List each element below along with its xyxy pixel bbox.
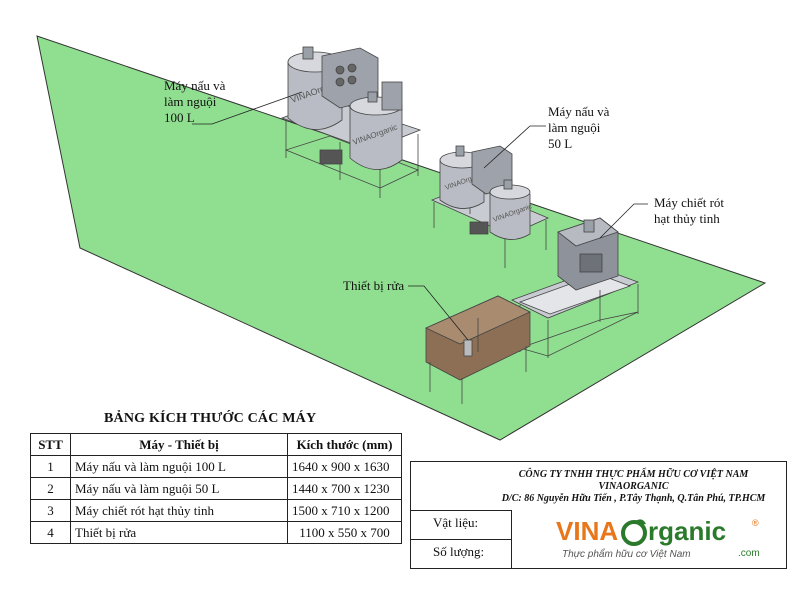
material-row: Vật liệu: <box>411 510 511 539</box>
logo-organic: rganic <box>648 516 727 546</box>
quantity-row: Số lượng: <box>411 539 511 568</box>
table-row: 4 Thiết bị rửa 1100 x 550 x 700 <box>30 521 402 544</box>
company-address: D/C: 86 Nguyễn Hữu Tiến , P.Tây Thạnh, Q… <box>501 493 766 504</box>
glass-bead-filler-machine <box>510 217 640 358</box>
table-row: 1 Máy nấu và làm nguội 100 L 1640 x 900 … <box>30 455 402 478</box>
company-info: CÔNG TY TNHH THỰC PHẨM HỮU CƠ VIỆT NAM V… <box>411 462 786 510</box>
table-row: 2 Máy nấu và làm nguội 50 L 1440 x 700 x… <box>30 477 402 500</box>
logo-vina: VINA <box>556 516 619 546</box>
vinaorganic-logo: VINA rganic ® Thực phẩm hữu cơ Việt Nam … <box>556 516 771 568</box>
cooker-50l-machine: VINAOrganic VINAOrganic <box>430 145 550 268</box>
cooker-100l-machine: VINAOrganic VINAOrganic <box>280 46 422 198</box>
cell-size: 1640 x 900 x 1630 <box>287 455 402 478</box>
table-title: BẢNG KÍCH THƯỚC CÁC MÁY <box>104 411 317 426</box>
logo-domain: .com <box>738 548 760 559</box>
cell-stt: 3 <box>30 499 71 522</box>
leader-line-50l <box>483 125 546 169</box>
header-machine: Máy - Thiết bị <box>70 433 288 456</box>
table-header-row: STT Máy - Thiết bị Kích thước (mm) <box>30 433 402 456</box>
leader-line-100l <box>192 91 303 125</box>
label-cooker-50l: Máy nấu và làm nguội 50 L <box>548 104 610 151</box>
cell-machine: Máy nấu và làm nguội 50 L <box>70 477 288 500</box>
washing-equipment <box>425 295 531 404</box>
table-row: 3 Máy chiết rót hạt thủy tinh 1500 x 710… <box>30 499 402 522</box>
cell-stt: 1 <box>30 455 71 478</box>
cell-stt: 4 <box>30 521 71 544</box>
quantity-label: Số lượng: <box>433 544 485 559</box>
company-name: CÔNG TY TNHH THỰC PHẨM HỮU CƠ VIỆT NAM <box>518 469 749 480</box>
cell-machine: Thiết bị rửa <box>70 521 288 544</box>
title-block: CÔNG TY TNHH THỰC PHẨM HỮU CƠ VIỆT NAM V… <box>410 461 787 569</box>
cell-machine: Máy nấu và làm nguội 100 L <box>70 455 288 478</box>
cell-stt: 2 <box>30 477 71 500</box>
cell-size: 1440 x 700 x 1230 <box>287 477 402 500</box>
machine-dimension-table: STT Máy - Thiết bị Kích thước (mm) 1 Máy… <box>30 433 402 544</box>
logo-tagline: Thực phẩm hữu cơ Việt Nam <box>562 549 691 560</box>
header-stt: STT <box>30 433 71 456</box>
label-cooker-100l: Máy nấu và làm nguội 100 L <box>164 78 226 125</box>
title-block-divider <box>511 510 512 568</box>
logo-leaf-o-icon <box>621 519 647 546</box>
company-short-name: VINAORGANIC <box>598 481 669 492</box>
leader-line-washer <box>408 285 469 341</box>
logo-registered-mark: ® <box>752 518 759 528</box>
header-size: Kích thước (mm) <box>287 433 402 456</box>
label-washer: Thiết bị rửa <box>343 278 405 293</box>
label-filler: Máy chiết rót hạt thủy tinh <box>654 195 725 226</box>
cell-size: 1500 x 710 x 1200 <box>287 499 402 522</box>
cell-machine: Máy chiết rót hạt thủy tinh <box>70 499 288 522</box>
material-label: Vật liệu: <box>433 515 479 530</box>
cell-size: 1100 x 550 x 700 <box>287 521 402 544</box>
leader-line-filler <box>599 203 648 239</box>
